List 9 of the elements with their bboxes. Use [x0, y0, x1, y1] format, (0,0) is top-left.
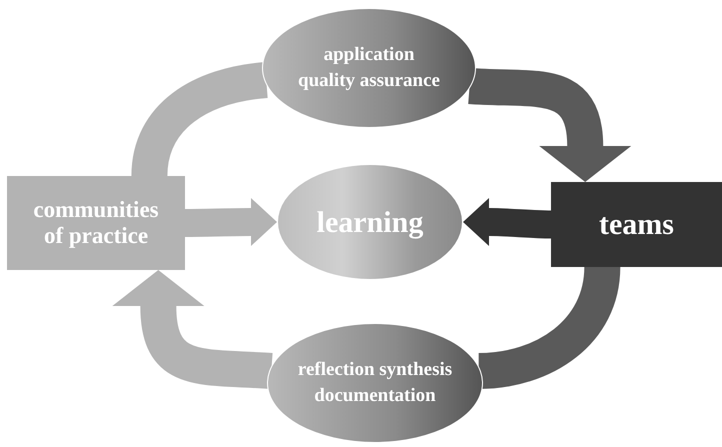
block-arrow [463, 198, 552, 246]
block-arrow [184, 198, 277, 246]
process-box [7, 176, 185, 270]
node-label: application quality assurance [297, 43, 441, 93]
node-label: communities of practice [32, 197, 160, 249]
node-label: learning [316, 204, 424, 241]
node-label: reflection synthesis documentation [296, 358, 454, 408]
node-label: teams [599, 207, 674, 243]
process-box [551, 182, 722, 267]
